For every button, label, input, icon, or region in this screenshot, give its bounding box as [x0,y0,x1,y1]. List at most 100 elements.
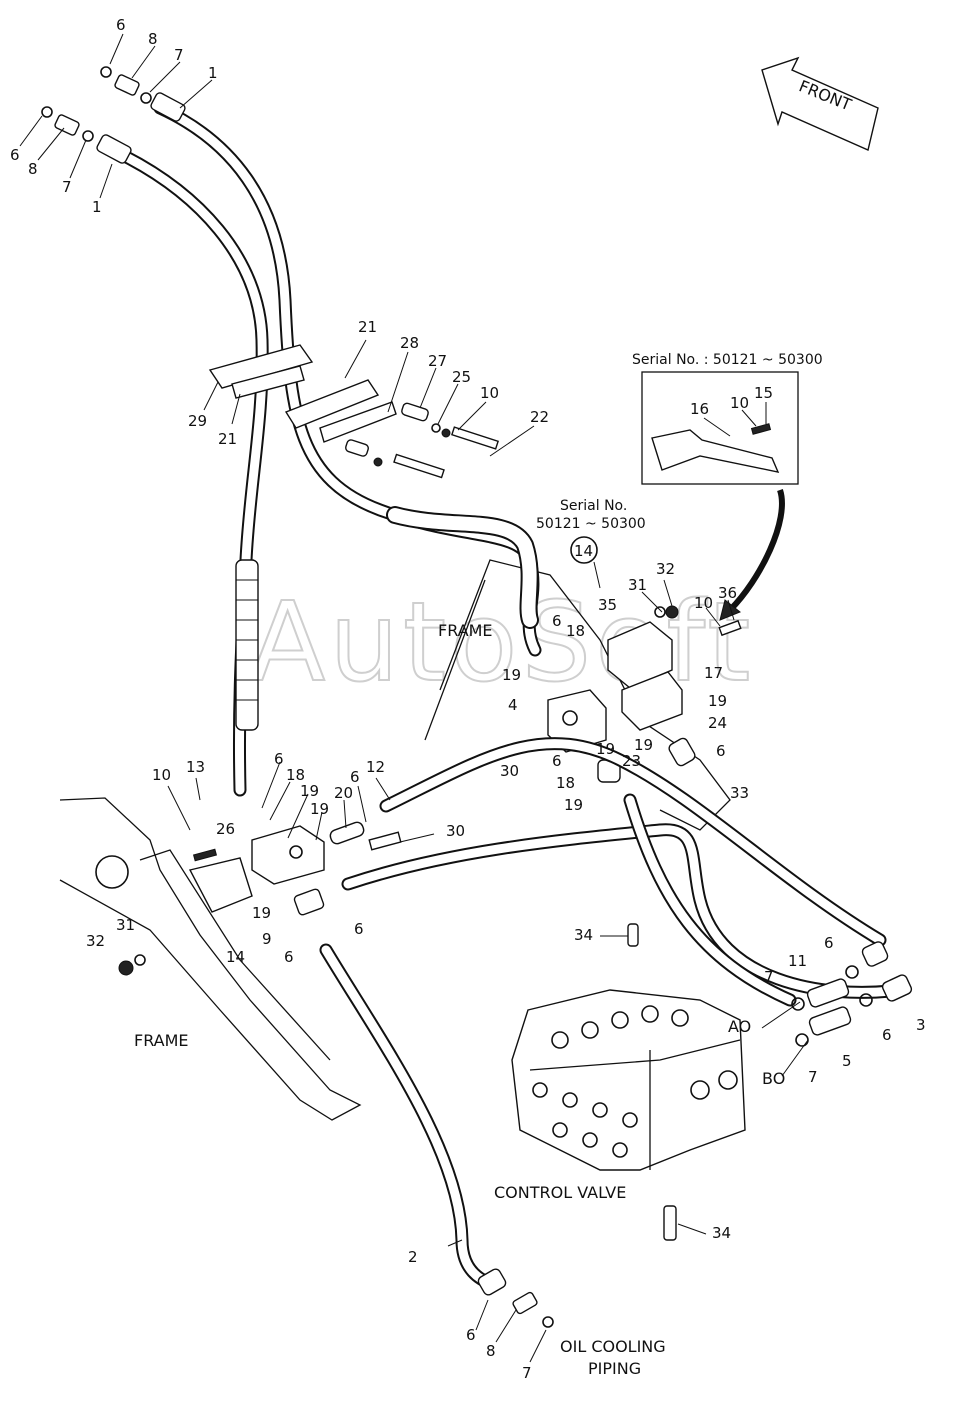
hose-protector-right [386,506,539,629]
callout: 10 [152,766,171,784]
ao-label: AO [728,1017,751,1036]
text-labels: Serial No. : 50121 ~ 50300 Serial No. 50… [134,352,823,1378]
oil-cooling-label-line2: PIPING [588,1359,641,1378]
callout: 36 [718,584,737,602]
callout: 27 [428,352,447,370]
oil-cooling-label-line1: OIL COOLING [560,1337,666,1356]
callout: 30 [500,762,519,780]
serial-inset-label: Serial No. : 50121 ~ 50300 [632,352,823,368]
callout: 13 [186,758,205,776]
callout: 32 [656,560,675,578]
callout: 26 [216,820,235,838]
callout: 19 [564,796,583,814]
callout: 18 [566,622,585,640]
callout: 8 [148,30,158,48]
hose-clamps [208,344,499,479]
callout: 6 [116,16,126,34]
hose-to-ao [623,793,797,1007]
callout: 20 [334,784,353,802]
callout: 33 [730,784,749,802]
callout: 31 [116,916,135,934]
callout: 7 [174,46,184,64]
hose-protector-left [235,559,259,731]
callout: 19 [708,692,727,710]
callout: 29 [188,412,207,430]
callout: 6 [284,948,294,966]
callout: 6 [552,752,562,770]
callout: 25 [452,368,471,386]
callout: 19 [310,800,329,818]
callout: 19 [596,740,615,758]
callout: 8 [28,160,38,178]
top-fittings [41,66,186,164]
callout: 1 [208,64,218,82]
hose-middle [341,823,907,999]
callout: 6 [10,146,20,164]
callout: 21 [218,430,237,448]
callout: 10 [694,594,713,612]
callout: 17 [704,664,723,682]
callout: 6 [466,1326,476,1344]
callout: 22 [530,408,549,426]
callout: 3 [916,1016,926,1034]
callout: 24 [708,714,727,732]
callout: 4 [508,696,518,714]
callout: 23 [622,752,641,770]
callout: 7 [522,1364,532,1382]
serial-mid-label-line2: 50121 ~ 50300 [536,516,646,532]
callout: 6 [882,1026,892,1044]
callout: 2 [408,1248,418,1266]
callout: 11 [788,952,807,970]
callout: 19 [502,666,521,684]
callout: 6 [274,750,284,768]
callout: 7 [764,968,774,986]
callout: 1 [92,198,102,216]
callout: 10 [480,384,499,402]
callout: 34 [574,926,593,944]
callout: 31 [628,576,647,594]
callout: 34 [712,1224,731,1242]
callout: 28 [400,334,419,352]
right-valve-group [547,605,742,783]
callout: 7 [62,178,72,196]
callout: 15 [754,384,773,402]
callout-circle-14 [570,536,598,564]
control-valve-body [511,923,746,1241]
callout: 6 [354,920,364,938]
frame-label-top: FRAME [438,621,493,640]
left-valve-group [118,821,402,976]
callout: 19 [634,736,653,754]
callout: 14 [226,948,245,966]
callout: 14 [574,542,593,560]
callout: 5 [842,1052,852,1070]
callout: 19 [252,904,271,922]
callout: 10 [730,394,749,412]
front-arrow: FRONT [761,56,879,151]
callout: 21 [358,318,377,336]
callout: 6 [824,934,834,952]
callout: 16 [690,400,709,418]
callout: 18 [556,774,575,792]
bo-label: BO [762,1069,785,1088]
callout: 8 [486,1342,496,1360]
callout: 6 [716,742,726,760]
callout: 6 [350,768,360,786]
callout: 9 [262,930,272,948]
serial-mid-label-line1: Serial No. [560,498,627,514]
callout: 6 [552,612,562,630]
callout: 19 [300,782,319,800]
callout: 32 [86,932,105,950]
callout: 30 [446,822,465,840]
callout-numbers: 6 8 7 1 6 8 7 1 21 28 27 25 10 22 29 21 … [10,16,926,1382]
callout: 35 [598,596,617,614]
left-frame [59,797,362,1121]
callout: 7 [808,1068,818,1086]
leader-lines [19,33,809,1363]
callout: 12 [366,758,385,776]
serial-inset-box [641,371,799,621]
frame-label-left: FRAME [134,1031,189,1050]
hose-12 [379,737,887,947]
control-valve-label: CONTROL VALVE [494,1183,626,1202]
right-end-fittings [791,941,913,1047]
